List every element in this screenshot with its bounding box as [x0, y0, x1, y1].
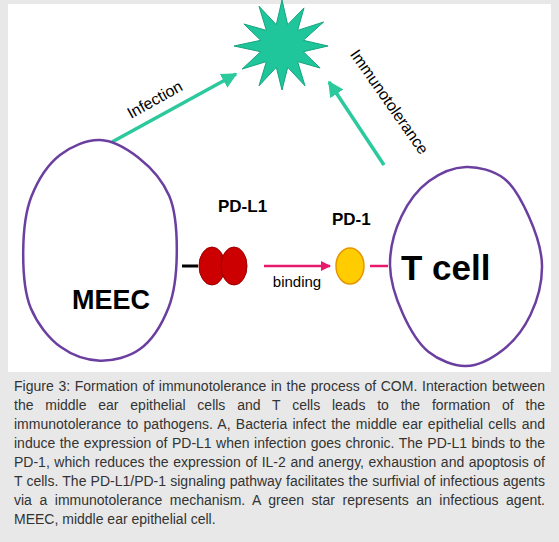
- receptor-body: [336, 248, 364, 284]
- edge-label: binding: [273, 273, 321, 290]
- cell-label: MEEC: [72, 285, 150, 316]
- membrane-outline: [390, 167, 542, 366]
- infection-arrow: [112, 74, 236, 142]
- figure-caption: Figure 3: Formation of immunotolerance i…: [14, 377, 545, 529]
- infectious-agent-star: [234, 0, 328, 90]
- ligand-lobe: [221, 247, 247, 285]
- cell-outline: [18, 138, 182, 366]
- protein-label: PD-1: [332, 210, 371, 230]
- figure-panel: [8, 4, 551, 372]
- membrane-outline: [23, 140, 177, 361]
- binding-arrow: [264, 265, 330, 268]
- epithelial-cell: MEEC: [18, 138, 182, 366]
- pd-1-receptor: PD-1: [330, 205, 370, 288]
- pd-l1-ligand: PD-L1: [198, 192, 264, 288]
- receptor-stalk: [370, 265, 388, 268]
- cell-label: T cell: [401, 248, 490, 288]
- t-cell: T cell: [388, 163, 544, 368]
- binding-stalk: [182, 265, 198, 268]
- protein-label: PD-L1: [218, 197, 267, 217]
